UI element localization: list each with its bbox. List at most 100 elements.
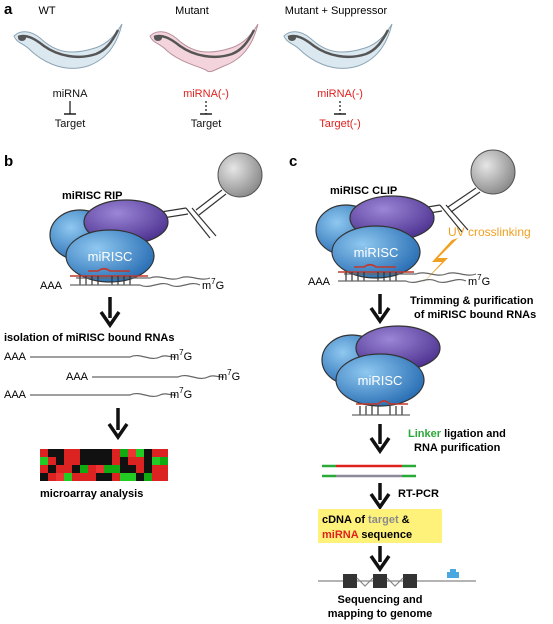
worm-gut bbox=[153, 29, 256, 58]
heatmap-cell bbox=[48, 449, 56, 457]
worm-pharynx bbox=[288, 35, 296, 41]
heatmap-cell bbox=[88, 449, 96, 457]
arrow-down bbox=[99, 297, 121, 329]
heatmap-cell bbox=[144, 473, 152, 481]
heatmap-cell bbox=[56, 465, 64, 473]
heatmap-cell bbox=[144, 465, 152, 473]
bead bbox=[217, 152, 263, 198]
heatmap-cell bbox=[40, 465, 48, 473]
arrow-down bbox=[369, 546, 391, 573]
heatmap-cell bbox=[112, 473, 120, 481]
trim-label-2: of miRISC bound RNAs bbox=[414, 309, 536, 321]
heatmap-cell bbox=[120, 449, 128, 457]
cdna-label-1: cDNA of target & bbox=[322, 514, 410, 526]
worm-mutant: Mutant miRNA(-) Target bbox=[149, 5, 259, 130]
linker-label-2: RNA purification bbox=[414, 442, 501, 454]
heatmap-cell bbox=[64, 449, 72, 457]
heatmap-cell bbox=[104, 457, 112, 465]
heatmap-cell bbox=[40, 449, 48, 457]
rtpcr-label: RT-PCR bbox=[398, 488, 439, 500]
heatmap-cell bbox=[96, 457, 104, 465]
heatmap-cell bbox=[136, 473, 144, 481]
isolated-rna-2: AAA m7G bbox=[66, 368, 240, 383]
heatmap-cell bbox=[40, 473, 48, 481]
heatmap-cell bbox=[96, 465, 104, 473]
heatmap-cell bbox=[96, 473, 104, 481]
arrow-down bbox=[369, 294, 391, 325]
heatmap-cell bbox=[144, 449, 152, 457]
heatmap-cell bbox=[136, 449, 144, 457]
heatmap-cell bbox=[128, 449, 136, 457]
mrna-b: AAA m7G bbox=[40, 267, 224, 292]
heatmap-cell bbox=[40, 457, 48, 465]
isolated-rna-1: AAA m7G bbox=[4, 348, 192, 363]
uv-lightning-icon bbox=[422, 238, 458, 284]
heatmap-cell bbox=[56, 457, 64, 465]
heatmap-cell bbox=[48, 465, 56, 473]
heatmap-cell bbox=[104, 473, 112, 481]
trim-label-1: Trimming & purification bbox=[410, 295, 534, 307]
worm-body bbox=[13, 23, 123, 69]
heatmap-cell bbox=[64, 465, 72, 473]
microarray-heatmap bbox=[40, 449, 168, 481]
heatmap-cell bbox=[72, 457, 80, 465]
worm-title: Mutant + Suppressor bbox=[285, 5, 388, 17]
panel-c-title: miRISC CLIP bbox=[330, 185, 397, 197]
heatmap-cell bbox=[120, 457, 128, 465]
worm-body bbox=[283, 23, 393, 69]
worm-pharynx bbox=[154, 35, 162, 41]
panel-a-letter: a bbox=[4, 1, 13, 18]
panel-b-title: miRISC RIP bbox=[62, 190, 123, 202]
target-label: Target(-) bbox=[319, 118, 361, 130]
arrow-down bbox=[369, 483, 391, 511]
heatmap-cell bbox=[80, 473, 88, 481]
mirisc-complex-c: miRISC bbox=[315, 195, 435, 279]
ligated-rna bbox=[322, 464, 416, 478]
heatmap-cell bbox=[120, 473, 128, 481]
worm-gut bbox=[17, 29, 120, 58]
cdna-highlight bbox=[318, 509, 442, 543]
heatmap-cell bbox=[80, 449, 88, 457]
heatmap-cell bbox=[48, 473, 56, 481]
heatmap-cell bbox=[136, 457, 144, 465]
heatmap-cell bbox=[160, 473, 168, 481]
target-label: Target bbox=[191, 118, 222, 130]
poly-a-label: AAA bbox=[40, 280, 63, 292]
svg-text:m7G: m7G bbox=[170, 348, 192, 363]
svg-text:AAA: AAA bbox=[4, 389, 27, 401]
cap-label: m7G bbox=[202, 277, 224, 292]
worm-wt: WT miRNA Target bbox=[13, 5, 123, 130]
heatmap-cell bbox=[96, 449, 104, 457]
mirna-label: miRNA bbox=[53, 88, 88, 100]
bead bbox=[470, 149, 516, 195]
seq-label-1: Sequencing and bbox=[338, 594, 423, 606]
heatmap-cell bbox=[56, 473, 64, 481]
microarray-label: microarray analysis bbox=[40, 488, 143, 500]
worm-body bbox=[149, 23, 259, 73]
arrow-down bbox=[107, 408, 129, 441]
heatmap-cell bbox=[64, 473, 72, 481]
heatmap-cell bbox=[88, 457, 96, 465]
mirisc-complex-b: miRISC bbox=[49, 199, 169, 283]
arrow-down bbox=[369, 424, 391, 455]
genome-track bbox=[318, 569, 476, 588]
panel-b-letter: b bbox=[4, 153, 13, 170]
worm-pharynx bbox=[18, 35, 26, 41]
cap-label: m7G bbox=[468, 273, 490, 288]
heatmap-cell bbox=[160, 449, 168, 457]
heatmap-cell bbox=[104, 449, 112, 457]
heatmap-cell bbox=[64, 457, 72, 465]
linker-label: Linker ligation and bbox=[408, 428, 506, 440]
heatmap-cell bbox=[128, 457, 136, 465]
heatmap-cell bbox=[128, 465, 136, 473]
svg-text:m7G: m7G bbox=[218, 368, 240, 383]
uv-label: UV crosslinking bbox=[448, 225, 531, 239]
cdna-label-2: miRNA sequence bbox=[322, 529, 412, 541]
isolated-rna-3: AAA m7G bbox=[4, 386, 192, 401]
mirisc-complex-trimmed: miRISC bbox=[321, 325, 441, 416]
heatmap-cell bbox=[112, 465, 120, 473]
complex-label: miRISC bbox=[354, 245, 399, 260]
worm-title: Mutant bbox=[175, 5, 209, 17]
heatmap-cell bbox=[120, 465, 128, 473]
target-label: Target bbox=[55, 118, 86, 130]
